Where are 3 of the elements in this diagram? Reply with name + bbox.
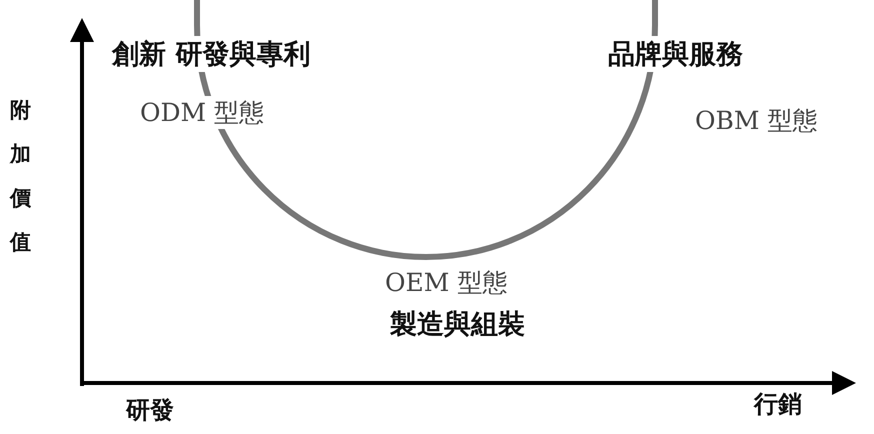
model-label: ODM 型態	[138, 96, 266, 129]
axis-title: 附加價值	[10, 96, 31, 256]
stage-heading: 品牌與服務	[606, 36, 745, 72]
